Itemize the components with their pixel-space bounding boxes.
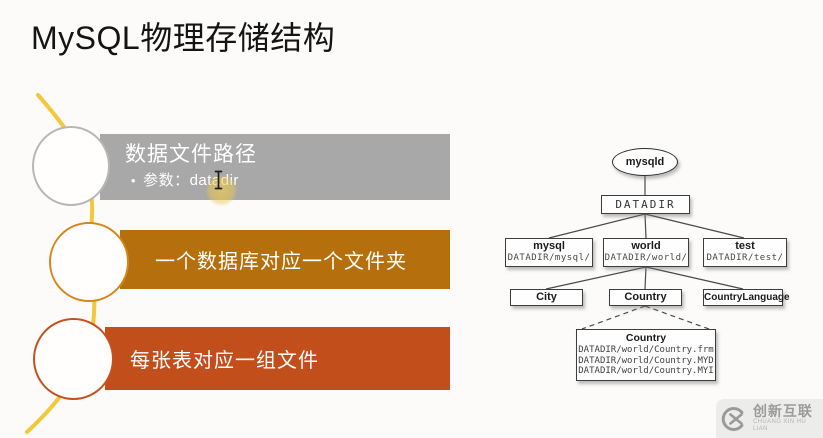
db-name: world (631, 240, 661, 252)
decorative-circle-1 (32, 126, 110, 206)
tree-node-table-countrylanguage: CountryLanguage (703, 289, 790, 306)
text-cursor-icon (214, 170, 223, 190)
table-name: Country (625, 332, 667, 344)
table-file-myi: DATADIR/world/Country.MYI (578, 366, 714, 376)
table-file-frm: DATADIR/world/Country.frm (578, 345, 714, 355)
table-file-myd: DATADIR/world/Country.MYD (578, 355, 714, 366)
brand-logo-icon (721, 406, 744, 431)
tree-node-db-mysql: mysql DATADIR/mysql/ (505, 238, 593, 267)
tree-node-db-world: world DATADIR/world/ (603, 238, 689, 267)
storage-tree-diagram: mysqld DATADIR mysql DATADIR/mysql/ worl… (495, 140, 817, 392)
tree-node-mysqld: mysqld (612, 148, 678, 176)
tree-node-table-city: City (510, 289, 583, 306)
watermark-text: 创新互联 CHUANG XIN HU LIAN (753, 404, 823, 433)
db-name: mysql (533, 240, 565, 252)
cursor-highlight (206, 175, 237, 206)
db-name: test (735, 240, 755, 252)
tree-node-db-test: test DATADIR/test/ (703, 238, 787, 267)
watermark-brand-name: 创新互联 (752, 403, 813, 419)
list-item-data-file-path: 数据文件路径 •参数：datadir (100, 134, 450, 200)
list-item-sub-bullet: •参数：datadir (131, 168, 450, 193)
decorative-circle-3 (33, 318, 114, 400)
list-item-title: 数据文件路径 (125, 143, 257, 166)
page-title: MySQL物理存储结构 (31, 20, 336, 56)
bullet-marker: • (131, 173, 137, 188)
watermark-brand-sub: CHUANG XIN HU LIAN (752, 419, 807, 432)
watermark-badge: 创新互联 CHUANG XIN HU LIAN (716, 399, 823, 438)
tree-node-datadir: DATADIR (601, 195, 690, 214)
list-item-title: 每张表对应一组文件 (130, 350, 319, 372)
list-item-title: 一个数据库对应一个文件夹 (155, 251, 407, 273)
db-path: DATADIR/world/ (604, 253, 688, 263)
tree-node-table-country: Country (609, 289, 682, 306)
tree-connector-lines (545, 176, 745, 330)
db-path: DATADIR/test/ (706, 253, 784, 263)
db-path: DATADIR/mysql/ (507, 253, 591, 263)
tree-node-country-files: Country DATADIR/world/Country.frm DATADI… (576, 329, 716, 381)
decorative-circle-2 (49, 222, 129, 302)
list-item-table-files: 每张表对应一组文件 (105, 327, 450, 390)
list-item-db-folder: 一个数据库对应一个文件夹 (120, 230, 450, 289)
